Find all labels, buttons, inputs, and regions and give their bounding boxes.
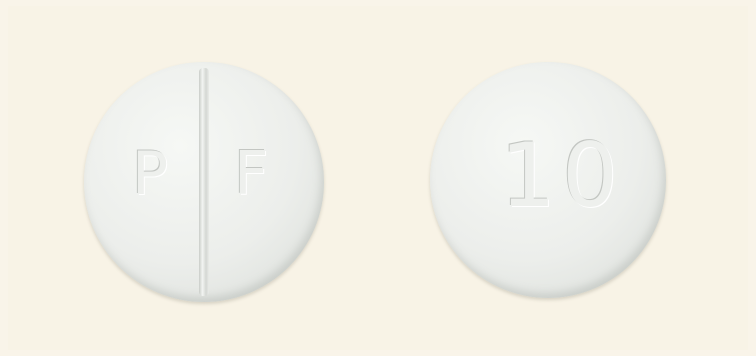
imprint-letter-p: P xyxy=(132,139,169,209)
imprint-letter-f: F xyxy=(234,139,269,209)
imprint-number: 10 xyxy=(500,124,624,227)
score-line xyxy=(199,68,209,296)
tablet-back: 10 xyxy=(430,62,666,298)
tablet-front: P F xyxy=(84,62,324,302)
